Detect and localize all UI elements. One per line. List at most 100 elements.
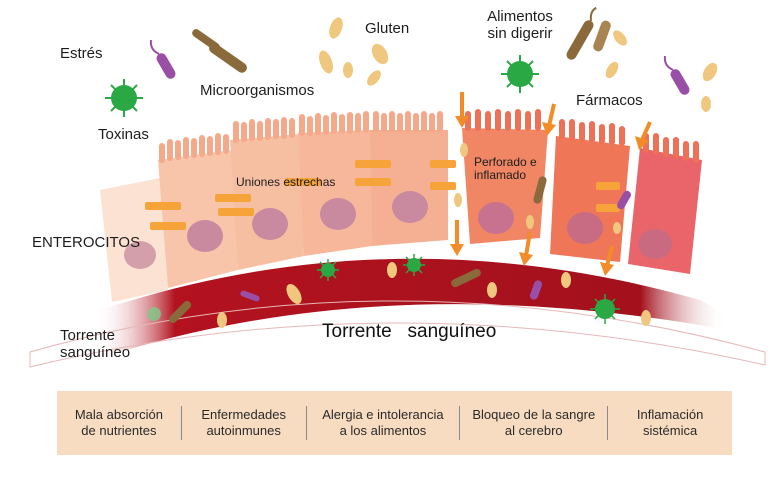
inflamed-cells (462, 109, 702, 274)
gluten-icon (702, 62, 718, 82)
tight-junction (430, 182, 456, 190)
arrow-icon (635, 121, 652, 150)
virus-icon (105, 79, 143, 117)
bacteria-icon (168, 300, 192, 324)
tight-junction (596, 204, 620, 212)
blood-vessel (95, 258, 760, 360)
consequence-alergia: Alergia e intolerancia a los alimentos (307, 407, 460, 440)
consequence-enfermedades-autoinmunes: Enfermedades autoinmunes (182, 407, 306, 440)
arrow-icon (455, 92, 469, 128)
healthy-cells (100, 111, 456, 302)
tight-junction (596, 182, 620, 190)
gluten-icon (343, 62, 353, 78)
bacteria-icon (663, 55, 690, 95)
consequences-bar: Mala absorción de nutrientes Enfermedade… (57, 391, 732, 455)
label-torrente-left-line2: sanguíneo (60, 343, 131, 361)
gluten-icon (329, 17, 343, 39)
consequence-line: Bloqueo de la sangre (472, 406, 596, 422)
gluten-icon (613, 30, 627, 46)
bacteria-icon (593, 20, 611, 52)
consequence-line: al cerebro (504, 423, 563, 438)
consequence-line: Enfermedades (201, 406, 286, 422)
tight-junction (355, 160, 391, 168)
bacteria-icon (451, 268, 481, 288)
cell (230, 134, 304, 270)
arrow-icon (450, 220, 464, 256)
gluten-icon (641, 310, 651, 326)
bacteria-icon (533, 176, 547, 204)
label-torrente-center: Torrente sanguíneo (322, 321, 497, 342)
label-farmacos: Fármacos (576, 92, 643, 109)
nucleus-icon (187, 220, 223, 252)
virus-icon (147, 307, 161, 321)
microvilli (465, 109, 699, 163)
tight-junction (355, 178, 391, 186)
divider (607, 406, 609, 440)
virus-icon (590, 294, 620, 324)
arrow-icon (600, 245, 614, 276)
gluten-icon (561, 272, 571, 288)
tight-junction (430, 160, 456, 168)
label-perforado-line2: inflamado (474, 168, 527, 183)
label-perforado-line1: Perforado e (474, 155, 537, 169)
gluten-icon (371, 43, 389, 65)
cell (298, 130, 372, 256)
label-microorganismos: Microorganismos (200, 82, 315, 99)
gluten-icon (367, 70, 381, 86)
nucleus-icon (478, 202, 514, 234)
gluten-icon (286, 284, 302, 304)
bacteria-icon (192, 29, 220, 51)
label-uniones-estrechas: Uniones estrechas (236, 175, 336, 189)
consequence-line: sistémica (643, 423, 698, 438)
label-torrente-left-line1: Torrente (60, 327, 116, 344)
virus-icon (403, 254, 425, 276)
label-estres: Estrés (60, 45, 103, 62)
consequence-inflamacion: Inflamación sistémica (608, 407, 732, 440)
label-toxinas: Toxinas (98, 126, 149, 143)
consequence-line: Inflamación (636, 406, 704, 422)
gluten-icon (701, 96, 711, 112)
tight-junction (285, 178, 321, 186)
virus-icon (317, 259, 339, 281)
bacteria-icon (529, 280, 543, 300)
divider (305, 406, 307, 440)
consequence-line: autoinmunes (206, 423, 281, 438)
label-alimentos-line1: Alimentos (487, 8, 553, 25)
label-torrente-left: Torrente sanguíneo (60, 327, 131, 362)
arrow-icon (542, 103, 556, 136)
tight-junction (218, 208, 254, 216)
divider (180, 406, 182, 440)
consequence-line: Mala absorción (74, 406, 163, 422)
label-gluten: Gluten (365, 20, 410, 37)
bacteria-icon (566, 6, 597, 60)
gluten-icon (319, 50, 333, 74)
label-enterocitos: ENTEROCITOS (32, 234, 141, 251)
gluten-icons (217, 17, 718, 328)
gluten-icon (487, 282, 497, 298)
nucleus-icon (392, 191, 428, 223)
nucleus-icon (638, 229, 672, 259)
label-alimentos-line2: sin digerir (487, 24, 553, 42)
tight-junction (215, 194, 251, 202)
arrow-icon (519, 231, 533, 266)
cell (158, 150, 238, 288)
tight-junction (145, 202, 181, 210)
consequence-mala-absorcion: Mala absorción de nutrientes (57, 407, 181, 440)
consequence-line: Alergia e intolerancia (322, 406, 444, 422)
arrows (450, 92, 652, 276)
gluten-icon (460, 143, 468, 157)
label-alimentos: Alimentos sin digerir (470, 8, 570, 43)
nucleus-icon (567, 212, 603, 244)
bacteria-icon (240, 290, 260, 302)
gluten-icon (454, 193, 462, 207)
consequence-line: a los alimentos (339, 423, 427, 438)
label-perforado: Perforado e inflamado (474, 155, 537, 183)
consequence-bloqueo: Bloqueo de la sangre al cerebro (460, 407, 607, 440)
tight-junction (150, 222, 186, 230)
gluten-icon (387, 262, 397, 278)
gluten-icon (526, 215, 534, 229)
nucleus-icon (252, 208, 288, 240)
virus-icon (501, 55, 539, 93)
bacteria-icon (617, 190, 631, 210)
gluten-icon (613, 222, 621, 234)
